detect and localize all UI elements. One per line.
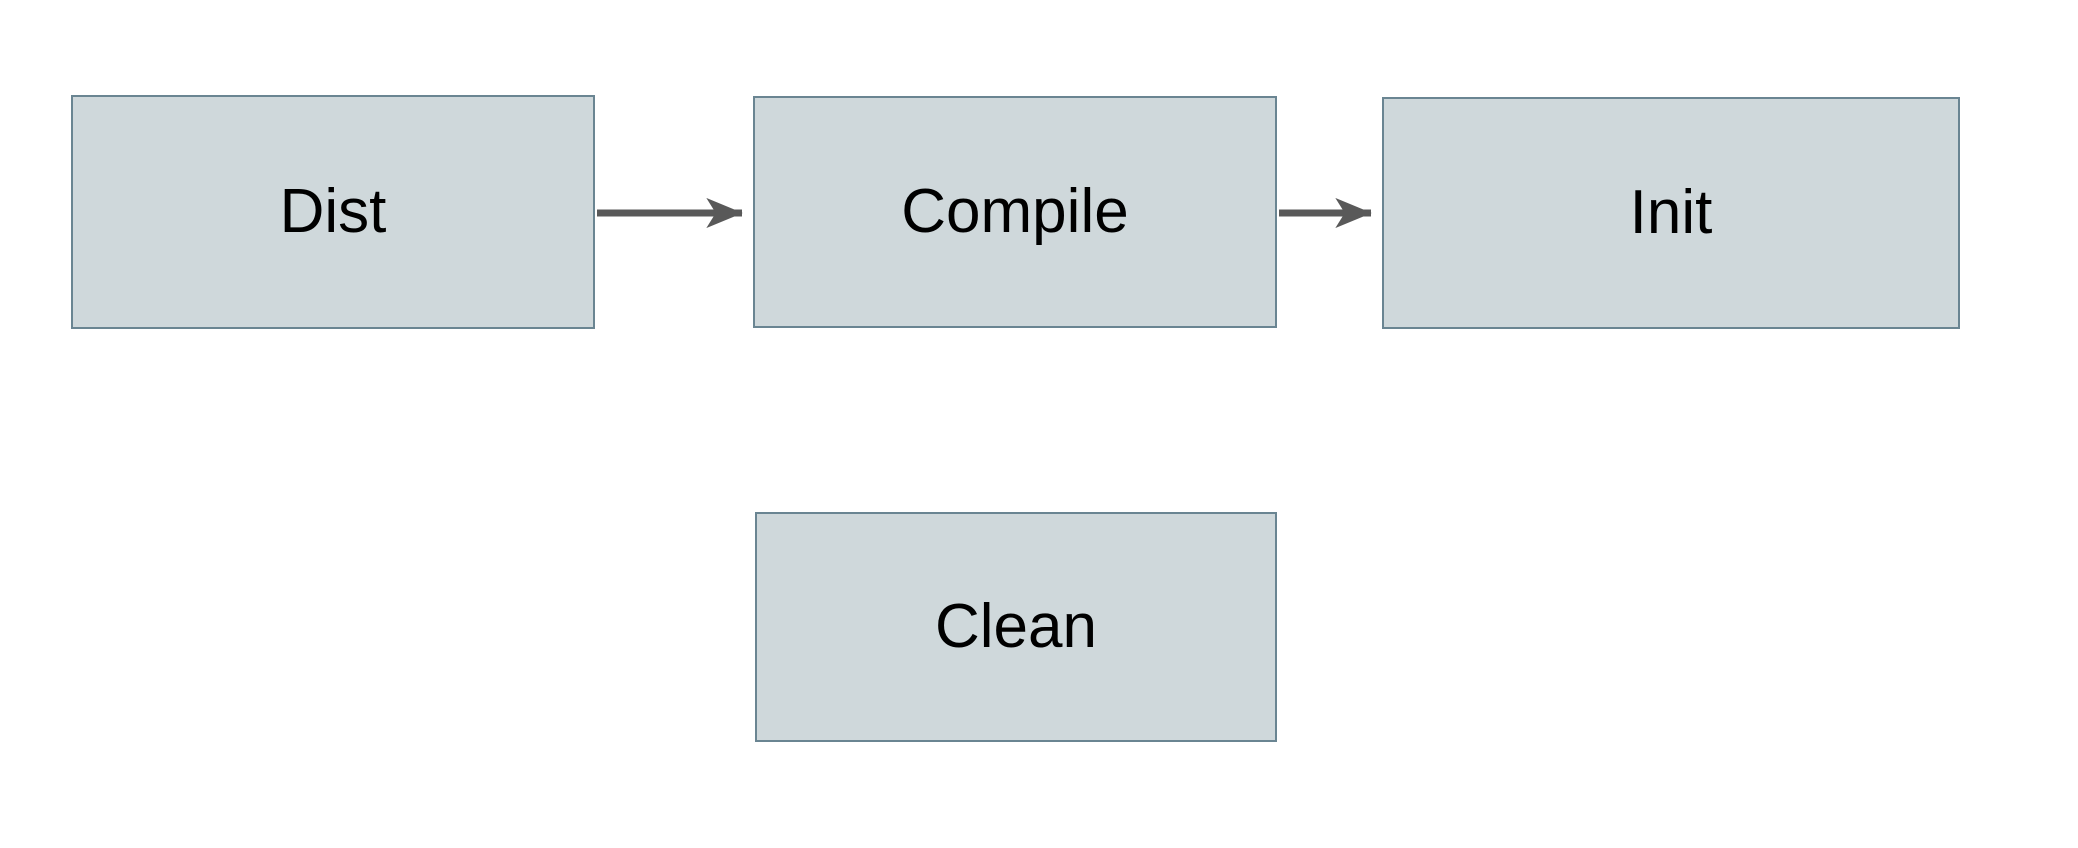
node-clean-label: Clean <box>935 592 1097 661</box>
node-init-label: Init <box>1629 178 1713 247</box>
node-clean[interactable]: Clean <box>755 512 1277 742</box>
node-init[interactable]: Init <box>1382 97 1960 329</box>
node-dist-label: Dist <box>279 177 387 246</box>
node-compile-label: Compile <box>901 177 1129 246</box>
node-compile[interactable]: Compile <box>753 96 1277 328</box>
node-dist[interactable]: Dist <box>71 95 595 329</box>
